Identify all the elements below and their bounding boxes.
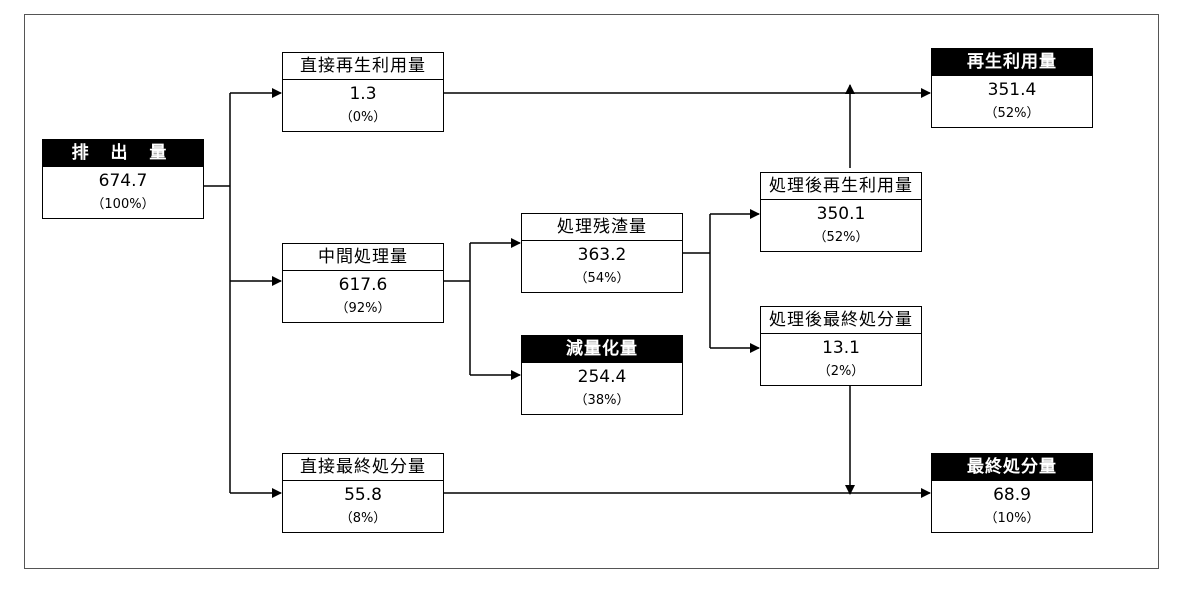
node-percent: （8%） — [339, 511, 387, 526]
node-percent: （10%） — [984, 511, 1040, 526]
node-percent: （52%） — [984, 106, 1040, 121]
node-value: 363.2 — [577, 245, 627, 265]
node-percent: （2%） — [817, 364, 865, 379]
node-percent: （0%） — [339, 110, 387, 125]
node-title: 処理後最終処分量 — [761, 307, 921, 334]
node-emission: 排 出 量 674.7 （100%） — [42, 139, 204, 219]
node-percent: （38%） — [574, 393, 630, 408]
node-value: 674.7 — [98, 171, 148, 191]
node-percent: （54%） — [574, 271, 630, 286]
node-value: 13.1 — [822, 338, 860, 358]
node-title: 中間処理量 — [283, 244, 443, 271]
node-value: 55.8 — [344, 485, 382, 505]
node-percent: （52%） — [813, 230, 869, 245]
node-intermediate: 中間処理量 617.6 （92%） — [282, 243, 444, 323]
node-title: 排 出 量 — [43, 140, 203, 167]
node-residue: 処理残渣量 363.2 （54%） — [521, 213, 683, 293]
node-value: 617.6 — [338, 275, 388, 295]
node-title: 処理残渣量 — [522, 214, 682, 241]
node-direct-reuse: 直接再生利用量 1.3 （0%） — [282, 52, 444, 132]
node-title: 最終処分量 — [932, 454, 1092, 481]
node-value: 68.9 — [993, 485, 1031, 505]
node-percent: （92%） — [335, 301, 391, 316]
node-final-total: 最終処分量 68.9 （10%） — [931, 453, 1093, 533]
node-title: 処理後再生利用量 — [761, 173, 921, 200]
node-percent: （100%） — [91, 197, 155, 212]
node-title: 再生利用量 — [932, 49, 1092, 76]
node-reduction: 減量化量 254.4 （38%） — [521, 335, 683, 415]
node-title: 直接最終処分量 — [283, 454, 443, 481]
diagram-frame — [24, 14, 1159, 569]
node-post-final: 処理後最終処分量 13.1 （2%） — [760, 306, 922, 386]
node-title: 減量化量 — [522, 336, 682, 363]
node-value: 1.3 — [349, 84, 377, 104]
node-value: 254.4 — [577, 367, 627, 387]
node-direct-final: 直接最終処分量 55.8 （8%） — [282, 453, 444, 533]
node-value: 350.1 — [816, 204, 866, 224]
node-post-reuse: 処理後再生利用量 350.1 （52%） — [760, 172, 922, 252]
node-value: 351.4 — [987, 80, 1037, 100]
node-reuse-total: 再生利用量 351.4 （52%） — [931, 48, 1093, 128]
node-title: 直接再生利用量 — [283, 53, 443, 80]
